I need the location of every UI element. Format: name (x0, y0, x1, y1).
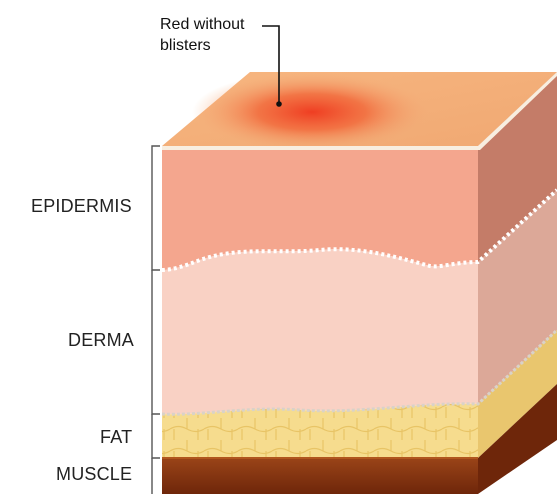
callout-label: Red without blisters (160, 14, 245, 56)
callout-dot (276, 101, 282, 107)
label-epidermis: EPIDERMIS (31, 196, 132, 217)
label-fat: FAT (100, 427, 132, 448)
label-derma: DERMA (68, 330, 134, 351)
burn-spot (192, 72, 432, 152)
callout-line-1: Red without (160, 14, 245, 35)
derma-front (162, 249, 478, 414)
label-muscle: MUSCLE (56, 464, 132, 485)
layer-bracket (152, 146, 160, 494)
muscle-front (162, 458, 478, 494)
callout-line-2: blisters (160, 35, 245, 56)
